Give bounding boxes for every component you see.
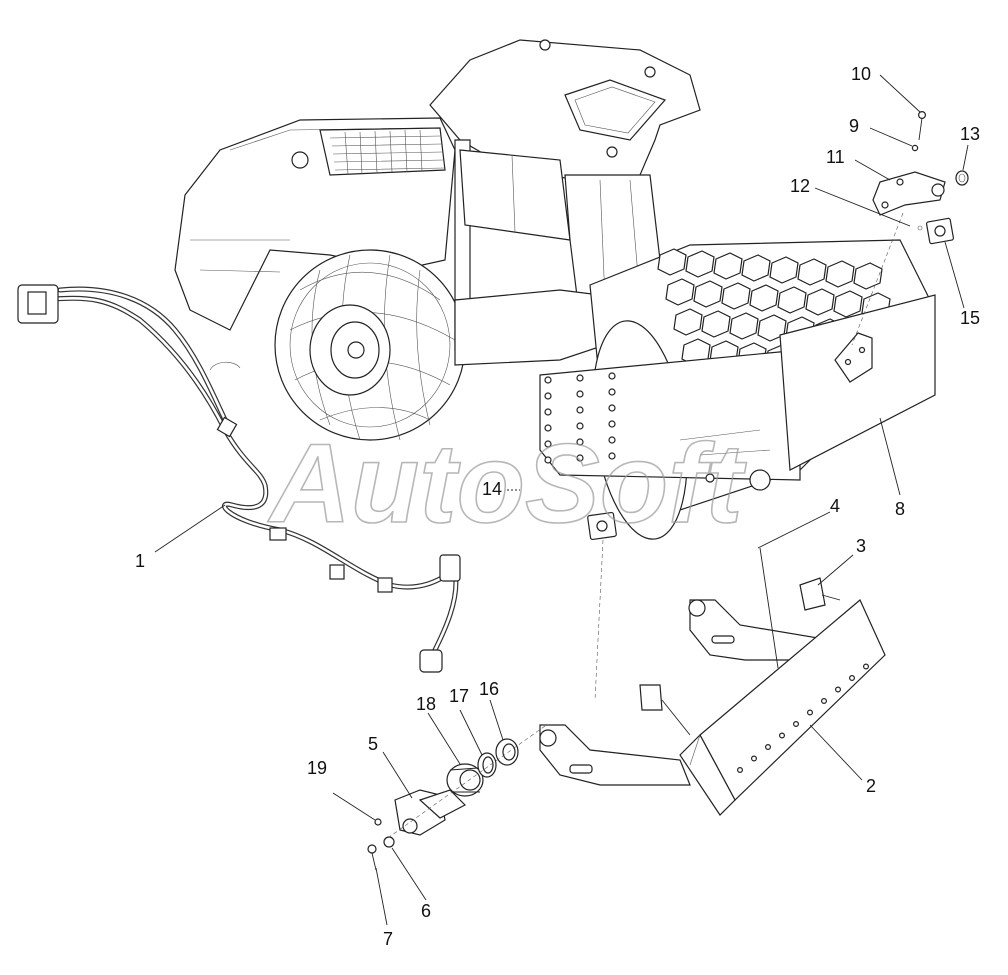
- drum-pad: [777, 286, 807, 314]
- drum-pad: [797, 258, 827, 286]
- drum-pad: [713, 252, 743, 280]
- callout-9: 9: [849, 116, 859, 136]
- drum-pad: [805, 288, 835, 316]
- spacer-12: [917, 225, 923, 231]
- blade-hole: [778, 732, 785, 739]
- plate-hole: [608, 372, 616, 380]
- mounting-bracket-11: [872, 171, 946, 216]
- blade-hole: [764, 743, 771, 750]
- roller-compactor-illustration: [174, 39, 936, 540]
- drum-pad: [749, 284, 779, 312]
- ring-13: [955, 170, 969, 186]
- callout-7: 7: [383, 929, 393, 949]
- plate-hole: [576, 390, 584, 398]
- plate-hole: [576, 454, 584, 462]
- plate-8: [834, 332, 873, 383]
- callout-3: 3: [856, 536, 866, 556]
- drum-pad: [673, 308, 703, 336]
- callout-5: 5: [368, 734, 378, 754]
- drum-pad: [701, 310, 731, 338]
- callout-12: 12: [790, 176, 810, 196]
- blade-hole: [820, 697, 827, 704]
- blade-hole: [806, 709, 813, 716]
- callout-15: 15: [960, 308, 980, 328]
- plate-hole: [576, 374, 584, 382]
- ring-17: [477, 752, 497, 778]
- drum-pad: [769, 256, 799, 284]
- washer-19: [374, 818, 382, 826]
- dozer-blade-assembly: [539, 547, 886, 816]
- rear-wheel: [274, 249, 466, 441]
- plate-hole: [576, 422, 584, 430]
- engine-grille: [319, 127, 446, 176]
- drum-pad: [729, 312, 759, 340]
- pad-15: [925, 217, 955, 245]
- drum-pad: [825, 260, 855, 288]
- callout-labels: 1 2 3 4 5 6 7 8 9 10 11 12 13 14 15 16 1…: [135, 64, 980, 949]
- drum-pad: [657, 248, 687, 276]
- callout-10: 10: [851, 64, 871, 84]
- callout-2: 2: [866, 776, 876, 796]
- drum-pad: [693, 280, 723, 308]
- blade-hole: [792, 720, 799, 727]
- blade-hole: [848, 674, 855, 681]
- bracket-left: [639, 684, 691, 736]
- plate-hole: [608, 436, 616, 444]
- callout-4: 4: [830, 496, 840, 516]
- callout-13: 13: [960, 124, 980, 144]
- callout-14: 14: [482, 479, 502, 499]
- pivot-pin-5: [394, 789, 467, 836]
- bracket-3: [799, 577, 841, 611]
- blade-hole: [834, 686, 841, 693]
- blade-hole: [736, 766, 743, 773]
- drum-pad: [741, 254, 771, 282]
- plate-hole: [544, 456, 552, 464]
- drum-pad: [665, 278, 695, 306]
- drum-pad: [685, 250, 715, 278]
- drum-pad: [853, 262, 883, 290]
- bolt-10: [917, 110, 926, 141]
- plate-hole: [608, 452, 616, 460]
- plate-hole: [608, 388, 616, 396]
- plate-hole: [544, 376, 552, 384]
- plate-hole: [576, 406, 584, 414]
- washer-9: [911, 144, 919, 152]
- blade-hole: [862, 663, 869, 670]
- drum-pad: [721, 282, 751, 310]
- callout-6: 6: [421, 901, 431, 921]
- plate-hole: [544, 392, 552, 400]
- bolt-7: [367, 844, 377, 871]
- callout-16: 16: [479, 679, 499, 699]
- plate-hole: [576, 438, 584, 446]
- plate-hole: [608, 420, 616, 428]
- bushing-16: [495, 738, 519, 766]
- plate-hole: [544, 408, 552, 416]
- leader-lines: [154, 74, 969, 926]
- blade-hole: [750, 755, 757, 762]
- callout-17: 17: [449, 686, 469, 706]
- callout-18: 18: [416, 694, 436, 714]
- hose-assembly: [17, 284, 461, 673]
- drum-pad: [833, 290, 863, 318]
- pad-14: [587, 511, 617, 541]
- callout-8: 8: [895, 499, 905, 519]
- plate-hole: [608, 404, 616, 412]
- callout-11: 11: [826, 147, 845, 167]
- plate-hole: [544, 424, 552, 432]
- bushing-18: [446, 763, 484, 797]
- washer-6: [383, 836, 395, 848]
- plate-hole: [544, 440, 552, 448]
- callout-19: 19: [307, 758, 327, 778]
- drum-frame-plate: [539, 294, 936, 491]
- watermark: AutoSoft: [267, 421, 747, 546]
- callout-1: 1: [135, 551, 145, 571]
